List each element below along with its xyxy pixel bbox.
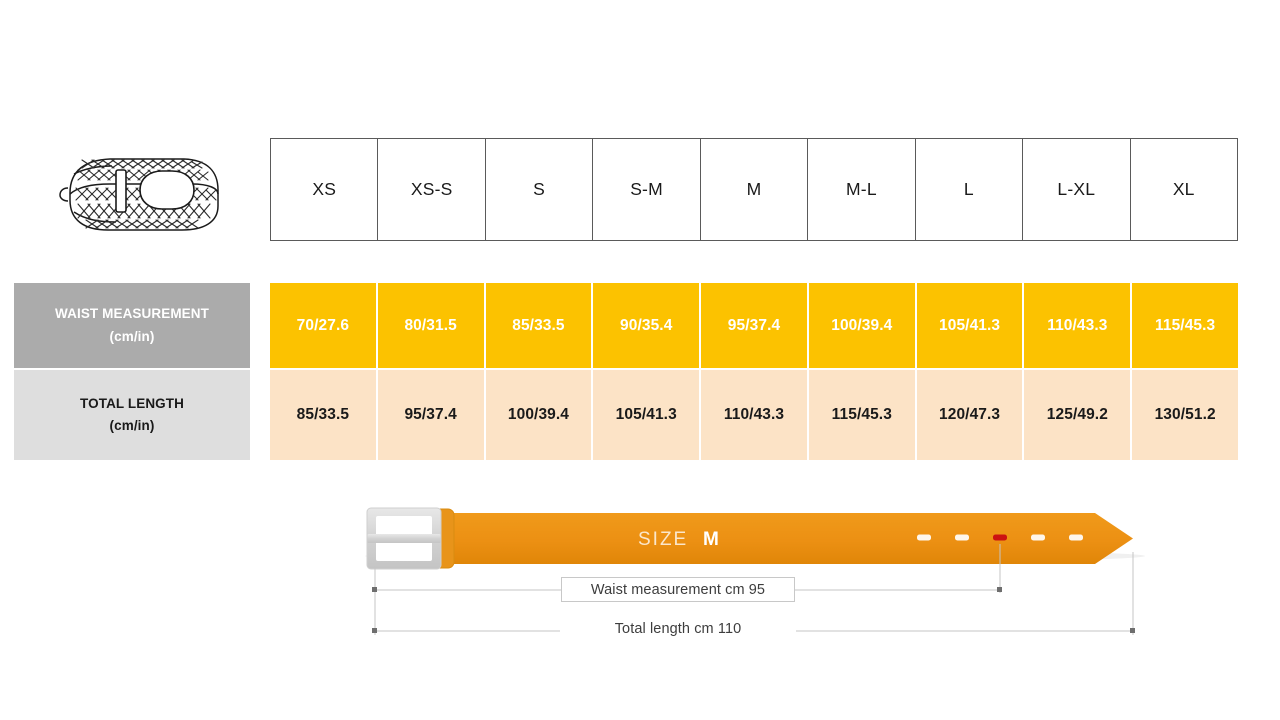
waist-measurement-label: WAIST MEASUREMENT (cm/in) <box>14 283 250 368</box>
waist-value-cell: 90/35.4 <box>593 283 702 368</box>
waist-value-cell: 100/39.4 <box>808 283 917 368</box>
total-length-value-cell: 95/37.4 <box>377 370 486 460</box>
size-header-cell: M-L <box>808 139 916 240</box>
belt-size-prefix: SIZE <box>638 529 688 550</box>
waist-dimension-tick-right <box>997 587 1002 592</box>
waist-value-cell: 80/31.5 <box>377 283 486 368</box>
total-length-value-cell: 125/49.2 <box>1024 370 1133 460</box>
belt-hole <box>955 534 969 541</box>
total-length-value-cell: 110/43.3 <box>701 370 809 460</box>
size-header-cell: XS <box>271 139 379 240</box>
belt-measurement-diagram: SIZE M <box>355 500 1155 650</box>
total-length-row: TOTAL LENGTH (cm/in) 85/33.5 95/37.4 100… <box>14 370 1239 460</box>
size-header-cell: L-XL <box>1023 139 1131 240</box>
total-length-value-cell: 100/39.4 <box>485 370 594 460</box>
size-header-row: XS XS-S S S-M M M-L L L-XL XL <box>270 138 1238 241</box>
total-length-dimension-tick-left <box>372 628 377 633</box>
waist-value-cell: 105/41.3 <box>916 283 1025 368</box>
waist-dimension-label: Waist measurement cm 95 <box>561 577 795 602</box>
total-length-value-cell: 130/51.2 <box>1132 370 1239 460</box>
belt-hole <box>1069 534 1083 541</box>
size-header-cell: XS-S <box>378 139 486 240</box>
waist-value-cell: 110/43.3 <box>1024 283 1133 368</box>
waist-value-cell: 95/37.4 <box>701 283 809 368</box>
waist-value-cell: 70/27.6 <box>270 283 378 368</box>
waist-value-cells: 70/27.6 80/31.5 85/33.5 90/35.4 95/37.4 … <box>270 283 1239 368</box>
braided-belt-icon <box>52 138 232 248</box>
belt-hole <box>917 534 931 541</box>
total-length-value-cell: 105/41.3 <box>593 370 702 460</box>
waist-value-cell: 115/45.3 <box>1132 283 1239 368</box>
belt-size-value: M <box>703 529 720 550</box>
total-length-dimension-tick-right <box>1130 628 1135 633</box>
waist-dimension-tick-left <box>372 587 377 592</box>
waist-label-line1: WAIST MEASUREMENT <box>55 306 209 322</box>
waist-label-line2: (cm/in) <box>109 328 155 344</box>
total-length-label-line2: (cm/in) <box>109 418 155 433</box>
total-length-value-cell: 115/45.3 <box>808 370 917 460</box>
size-header-cell: S-M <box>593 139 701 240</box>
size-header-cell: S <box>486 139 594 240</box>
size-header-cell: XL <box>1172 179 1195 199</box>
belt-hole-active <box>993 534 1007 541</box>
total-length-label: TOTAL LENGTH (cm/in) <box>14 370 250 460</box>
total-length-dimension-label: Total length cm 110 <box>560 618 796 640</box>
waist-measurement-row: WAIST MEASUREMENT (cm/in) 70/27.6 80/31.… <box>14 283 1239 368</box>
size-header-cell: L <box>916 139 1024 240</box>
total-length-value-cell: 120/47.3 <box>916 370 1025 460</box>
belt-hole <box>1031 534 1045 541</box>
size-header-cell: M <box>701 139 809 240</box>
total-length-value-cell: 85/33.5 <box>270 370 378 460</box>
waist-value-cell: 85/33.5 <box>485 283 594 368</box>
total-length-label-line1: TOTAL LENGTH <box>80 395 184 411</box>
total-length-value-cells: 85/33.5 95/37.4 100/39.4 105/41.3 110/43… <box>270 370 1239 460</box>
